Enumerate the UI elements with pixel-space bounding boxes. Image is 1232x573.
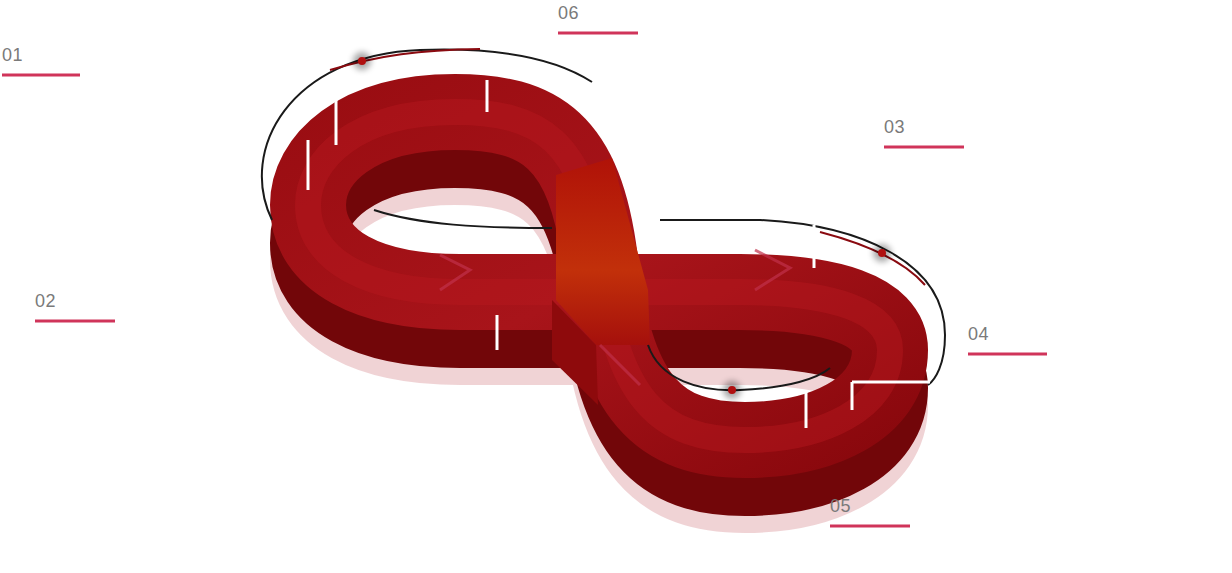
arrow-chevrons <box>440 250 790 385</box>
callout-number: 04 <box>968 325 989 345</box>
orbit-lines <box>262 50 945 391</box>
callout-underline <box>884 146 964 149</box>
band-highlight <box>308 112 890 440</box>
leader-ticks <box>308 80 930 428</box>
band-crossing <box>556 158 650 345</box>
callout-number: 01 <box>2 46 23 66</box>
callout-number: 06 <box>558 4 579 24</box>
callout-underline <box>830 525 910 528</box>
callout-underlines <box>2 33 1047 526</box>
callout-number: 05 <box>830 497 851 517</box>
callout-number: 02 <box>35 292 56 312</box>
callout-underline <box>558 32 638 35</box>
callout-number: 03 <box>884 118 905 138</box>
orbit-lines-red <box>330 49 925 285</box>
callout-underline <box>35 320 115 323</box>
callout-underline <box>2 74 80 77</box>
glow-dots <box>353 52 891 399</box>
callout-underline <box>968 353 1047 356</box>
band-top <box>308 112 890 440</box>
band-crossing-side <box>552 300 598 405</box>
